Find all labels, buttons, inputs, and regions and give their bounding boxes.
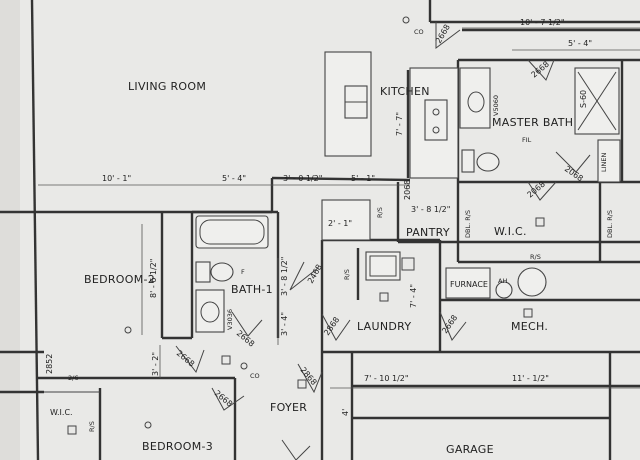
ceiling-light-markers <box>67 16 545 435</box>
washer <box>365 251 401 281</box>
label-rs-pantry: R/S <box>376 207 384 218</box>
dim-8-6-1-2: 8' - 6 1/2" <box>149 259 158 298</box>
bath1-toilet <box>210 262 234 282</box>
dim-3-8-1-2: 3' - 8 1/2" <box>280 257 289 296</box>
label-ah: AH <box>498 277 507 285</box>
room-label-bath-1: BATH-1 <box>231 283 273 296</box>
door-swings <box>175 22 591 460</box>
room-label-linen: LINEN <box>600 152 608 172</box>
dim-pantry-3-8: 3' - 8 1/2" <box>411 205 450 214</box>
room-label-garage: GARAGE <box>446 443 494 456</box>
label-co-foyer: CO <box>250 372 260 380</box>
dim-5-1: 5' - 1" <box>351 174 375 183</box>
room-label-master-bath: MASTER BATH <box>492 116 573 129</box>
label-dbl-rs-right: DBL. R/S <box>606 210 614 238</box>
room-label-pantry: PANTRY <box>406 226 450 239</box>
dim-7-4: 7' - 4" <box>409 284 418 308</box>
fixtures <box>67 16 621 435</box>
label-v3036: V3036 <box>226 309 234 330</box>
dim-3-0-1-2: 3' - 0 1/2" <box>283 174 322 183</box>
dim-10-1: 10' - 1" <box>102 174 131 183</box>
label-dbl-rs-left: DBL. R/S <box>464 210 472 238</box>
label-rs-wic-left: R/S <box>88 421 96 432</box>
label-shower-s60: S-60 <box>579 90 588 108</box>
dim-5-4: 5' - 4" <box>222 174 246 183</box>
furnace <box>445 267 491 299</box>
label-rs-hall: R/S <box>343 269 351 280</box>
master-vanity <box>459 67 491 129</box>
dim-3-4: 3' - 4" <box>280 312 289 336</box>
air-handler <box>495 281 513 299</box>
label-fil: FIL <box>522 136 532 144</box>
door-code-2068-pantry: 2068 <box>403 180 412 200</box>
dim-7-7: 7' - 7" <box>395 112 404 136</box>
dim-3-2: 3' - 2" <box>151 352 160 376</box>
door-code-2-6: 2/6 <box>68 374 78 382</box>
door-code-2852: 2852 <box>45 354 54 374</box>
room-label-furnace: FURNACE <box>450 280 488 289</box>
room-label-bedroom-3: BEDROOM-3 <box>142 440 213 453</box>
room-label-mech: MECH. <box>511 320 548 333</box>
room-label-bedroom-2: BEDROOM-2 <box>84 273 155 286</box>
bath1-vanity <box>195 289 225 333</box>
linen-closet <box>597 139 621 183</box>
pantry-shelves <box>321 199 371 241</box>
dim-11-1-2: 11' - 1/2" <box>512 374 549 383</box>
room-label-wic-left: W.I.C. <box>50 408 73 417</box>
room-label-kitchen: KITCHEN <box>380 85 430 98</box>
bathtub <box>195 215 269 249</box>
dim-7-10-1-2: 7' - 10 1/2" <box>364 374 409 383</box>
paper-left-shade <box>0 0 20 460</box>
dim-top-10-7: 10' - 7 1/2" <box>520 18 565 27</box>
master-toilet <box>476 152 500 172</box>
room-label-master-wic: W.I.C. <box>494 225 527 238</box>
water-heater <box>517 267 547 297</box>
dimension-lines <box>38 27 640 389</box>
room-label-foyer: FOYER <box>270 401 307 414</box>
label-co-top: CO <box>414 28 424 36</box>
dim-2-1: 2' - 1" <box>328 219 352 228</box>
room-label-living-room: LIVING ROOM <box>128 80 206 93</box>
room-label-laundry: LAUNDRY <box>357 320 411 333</box>
label-f: F <box>241 268 245 276</box>
dim-top-5-4: 5' - 4" <box>568 39 592 48</box>
label-rs-wic: R/S <box>530 253 541 261</box>
dim-4: 4' <box>341 409 350 416</box>
range <box>424 99 448 141</box>
label-v5060: V5060 <box>492 95 500 116</box>
